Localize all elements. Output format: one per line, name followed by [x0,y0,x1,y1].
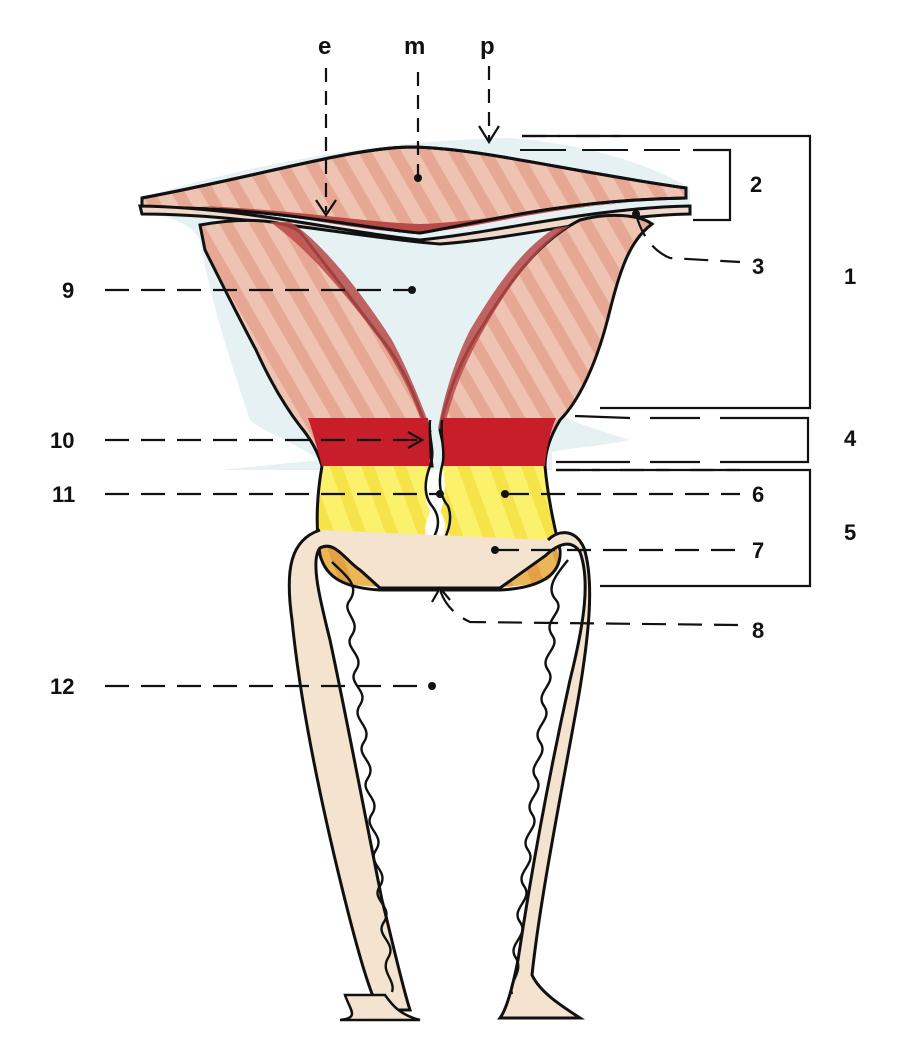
label-m: m [404,33,425,60]
label-12: 12 [50,674,74,699]
label-p: p [480,33,495,60]
vagina [289,530,589,1020]
label-3: 3 [752,254,764,279]
label-e: e [318,33,331,60]
label-7: 7 [752,538,764,563]
label-11: 11 [52,482,75,507]
label-10: 10 [50,428,74,453]
label-8: 8 [752,618,764,643]
label-2: 2 [750,172,762,197]
label-6: 6 [752,482,764,507]
label-5: 5 [844,520,856,545]
label-1: 1 [844,264,856,289]
label-9: 9 [62,278,74,303]
label-4: 4 [844,426,857,451]
